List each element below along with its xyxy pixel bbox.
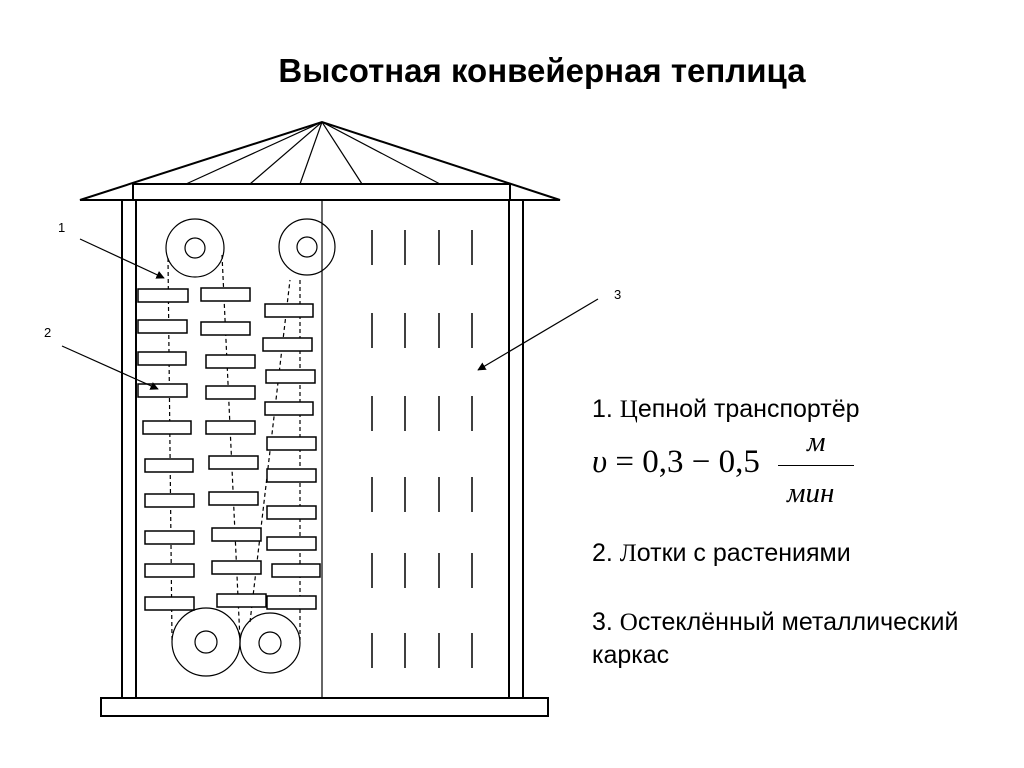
speed-formula: υ = 0,3 − 0,5 (592, 432, 862, 514)
plant-trays (137, 287, 321, 611)
greenhouse-roof (79, 120, 561, 201)
formula-variable: υ (592, 444, 608, 480)
callout-arrow-1 (79, 238, 165, 279)
slide-title: Высотная конвейерная теплица (278, 52, 806, 89)
legend-text: стеклённый металлический (637, 608, 959, 636)
callout-arrow-2 (61, 345, 159, 390)
legend-text-line2: каркас (592, 641, 670, 669)
legend-number: 3. (592, 608, 620, 636)
glazing-lines (371, 230, 473, 668)
legend-number: 2. (592, 539, 620, 567)
legend-text: епной транспортёр (637, 395, 860, 423)
legend-item-1: 1. Цепной транспортёр (592, 393, 860, 426)
legend-text: отки с растениями (636, 539, 851, 567)
greenhouse-foundation (100, 697, 549, 717)
legend-number: 1. (592, 395, 620, 423)
legend-initial: О (619, 609, 638, 636)
formula-range: = 0,3 − 0,5 (607, 444, 760, 480)
callout-label-3: 3 (614, 287, 621, 302)
pulley-top-left (165, 218, 225, 278)
callout-label-2: 2 (44, 325, 51, 340)
legend-item-2: 2. Лотки с растениями (592, 537, 851, 570)
formula-numerator: м (807, 426, 826, 458)
greenhouse-frame (100, 199, 549, 717)
pulley-bottom-left (171, 607, 241, 677)
legend-initial: Ц (619, 396, 638, 423)
pulley-top-right (278, 218, 336, 276)
callout-labels: 1 2 3 (44, 220, 621, 340)
formula-denominator: мин (787, 477, 835, 509)
legend-initial: Л (619, 540, 637, 567)
fraction-bar (778, 465, 854, 466)
callout-arrows (61, 238, 599, 390)
callout-label-1: 1 (58, 220, 65, 235)
pulley-bottom-middle (239, 612, 301, 674)
callout-arrow-3 (477, 298, 599, 371)
legend-item-3: 3. Остеклённый металлический каркас (592, 606, 958, 672)
